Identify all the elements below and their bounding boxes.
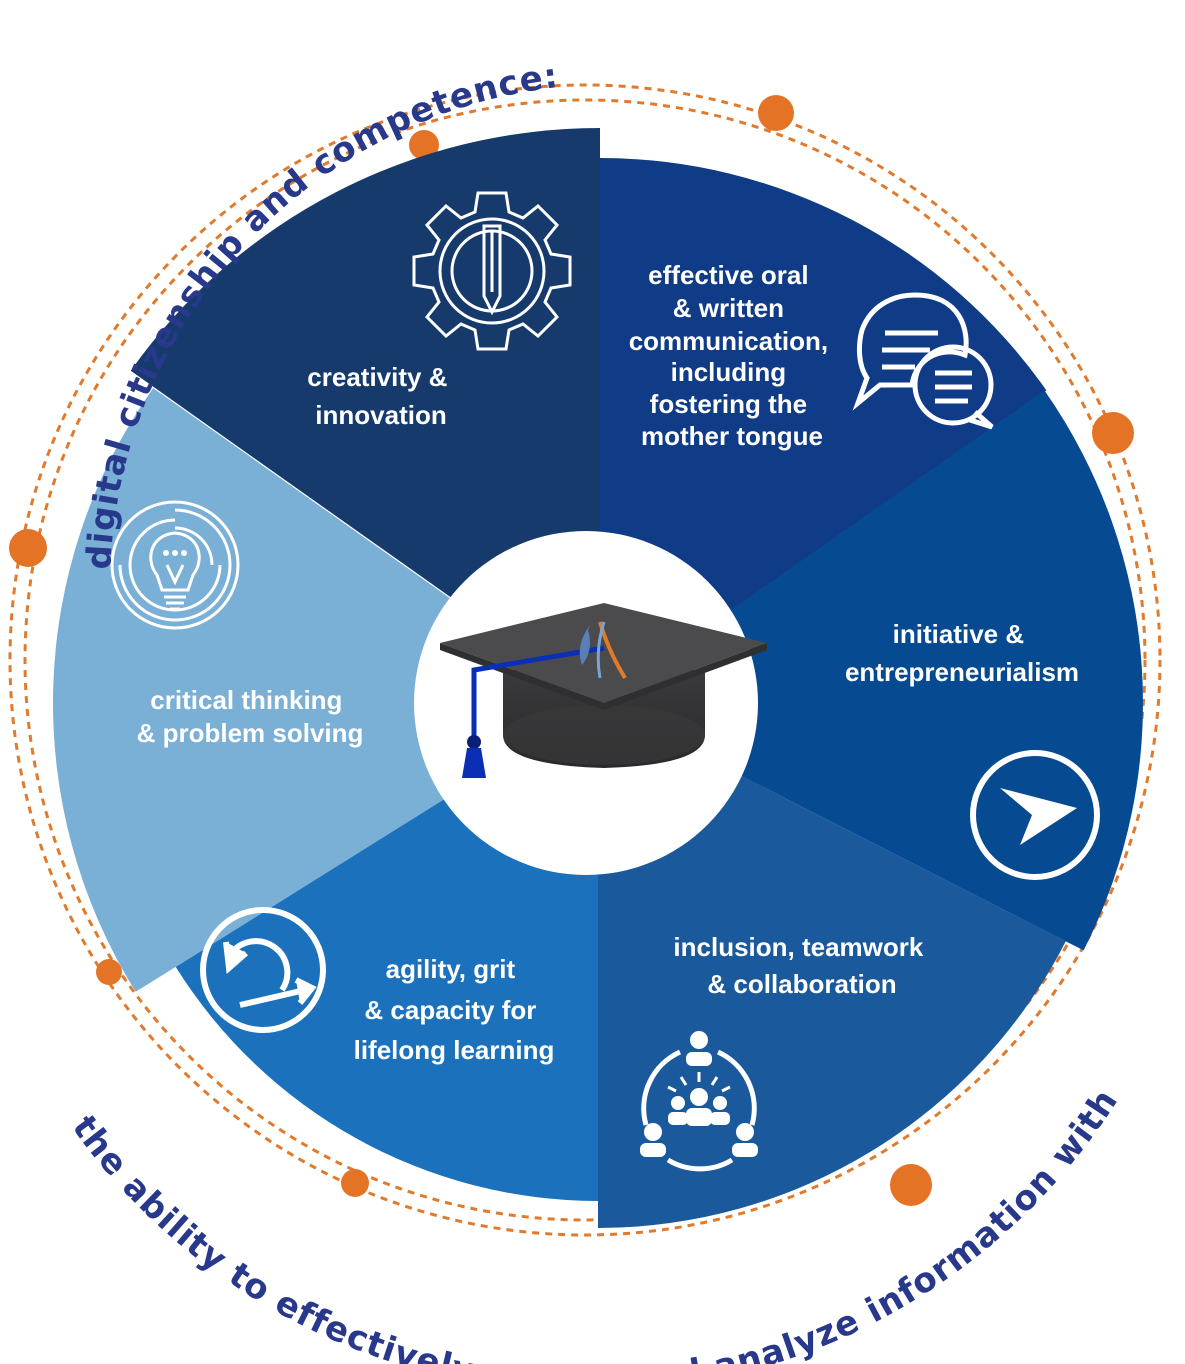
loop-arrow-icon [203, 910, 323, 1030]
orange-dots [9, 95, 1134, 1206]
logo-mark [579, 625, 590, 665]
lightbulb-maze-icon [112, 502, 238, 628]
orange-dot [758, 95, 794, 131]
label-creativity: creativity & innovation [307, 362, 454, 430]
label-agility: agility, grit & capacity for lifelong le… [354, 954, 555, 1065]
label-inclusion: inclusion, teamwork & collaboration [673, 932, 930, 999]
orange-dot [341, 1169, 369, 1197]
orange-dot [96, 959, 122, 985]
segment-initiative[interactable] [598, 390, 1143, 951]
label-initiative: initiative & entrepreneurialism [845, 619, 1079, 687]
wheel-segments [53, 127, 1143, 1228]
team-icon [640, 1031, 758, 1169]
chat-bubbles-icon [858, 295, 992, 427]
segment-communication[interactable] [600, 158, 1047, 703]
arrow-pointer-icon [973, 753, 1097, 877]
orange-dot [409, 130, 439, 160]
segment-labels: creativity & innovation effective oral &… [137, 260, 1079, 1065]
outer-dashed-ring [8, 83, 1162, 1237]
orange-dot [1092, 412, 1134, 454]
label-communication: effective oral & written communication, … [629, 260, 836, 451]
gear-pencil-icon [414, 193, 570, 349]
orange-dot [890, 1164, 932, 1206]
orange-dot [9, 529, 47, 567]
graduation-cap-icon [440, 603, 767, 778]
label-critical: critical thinking & problem solving [137, 685, 364, 748]
inner-dashed-ring [23, 98, 1147, 1222]
segment-inclusion[interactable] [598, 703, 1066, 1228]
